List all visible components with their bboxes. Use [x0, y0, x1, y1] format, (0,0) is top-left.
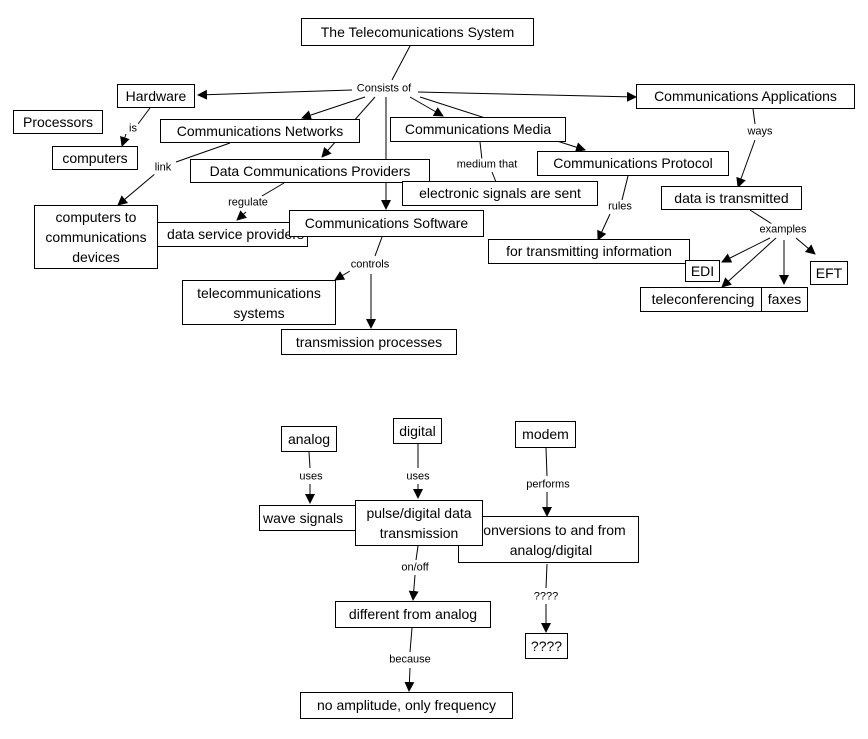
edge-label-consists-of: Consists of: [355, 82, 413, 96]
node-different-from-analog[interactable]: different from analog: [335, 601, 491, 628]
edge-label-medium-that: medium that: [455, 158, 519, 172]
node-for-transmitting[interactable]: for transmitting information: [488, 239, 690, 264]
edge-label-regulate: regulate: [227, 196, 269, 210]
node-transmission-processes[interactable]: transmission processes: [281, 329, 457, 355]
node-comm-protocol[interactable]: Communications Protocol: [537, 151, 729, 176]
node-teleconferencing[interactable]: teleconferencing: [640, 287, 766, 312]
node-telecom-systems[interactable]: telecommunications systems: [182, 280, 336, 325]
node-analog[interactable]: analog: [281, 426, 337, 452]
node-data-comm-providers[interactable]: Data Communications Providers: [190, 159, 430, 183]
edge-label-ways: ways: [746, 125, 774, 139]
node-qqqq[interactable]: ????: [525, 633, 568, 659]
edge-label-performs: performs: [525, 478, 571, 492]
node-telecom-system[interactable]: The Telecomunications System: [301, 18, 534, 46]
edge-label-uses-digital: uses: [405, 470, 431, 484]
node-faxes[interactable]: faxes: [761, 287, 808, 312]
edge-label-uses-analog: uses: [298, 470, 324, 484]
edge-label-qqqq: ????: [532, 590, 560, 604]
node-data-service-providers[interactable]: data service providers: [140, 222, 308, 247]
edge-label-because: because: [388, 653, 432, 667]
edge-label-link: link: [153, 161, 173, 175]
node-edi[interactable]: EDI: [685, 260, 720, 282]
node-comm-apps[interactable]: Communications Applications: [636, 84, 855, 109]
node-wave-signals[interactable]: wave signals: [259, 505, 361, 531]
node-hardware[interactable]: Hardware: [117, 84, 195, 108]
node-comm-media[interactable]: Communications Media: [390, 117, 566, 142]
edge-label-on-off: on/off: [400, 561, 430, 575]
edge-label-is: is: [128, 122, 138, 136]
node-eft[interactable]: EFT: [810, 261, 848, 285]
node-computers[interactable]: computers: [52, 146, 138, 170]
node-conversions[interactable]: conversions to and from analog/digital: [458, 516, 639, 563]
node-digital[interactable]: digital: [393, 418, 442, 444]
edge-label-examples: examples: [758, 223, 808, 237]
node-processors[interactable]: Processors: [13, 110, 103, 134]
node-pulse-digital[interactable]: pulse/digital data transmission: [355, 500, 483, 546]
edge-label-controls: controls: [349, 258, 391, 272]
node-comm-networks[interactable]: Communications Networks: [160, 119, 360, 143]
node-modem[interactable]: modem: [515, 421, 576, 448]
node-data-transmitted[interactable]: data is transmitted: [661, 186, 802, 210]
edge-label-rules: rules: [607, 200, 633, 214]
node-no-amplitude[interactable]: no amplitude, only frequency: [300, 692, 513, 719]
node-comm-software[interactable]: Communications Software: [289, 210, 484, 237]
node-computers-to-devices[interactable]: computers to communications devices: [34, 205, 158, 269]
node-electronic-signals[interactable]: electronic signals are sent: [402, 181, 598, 206]
